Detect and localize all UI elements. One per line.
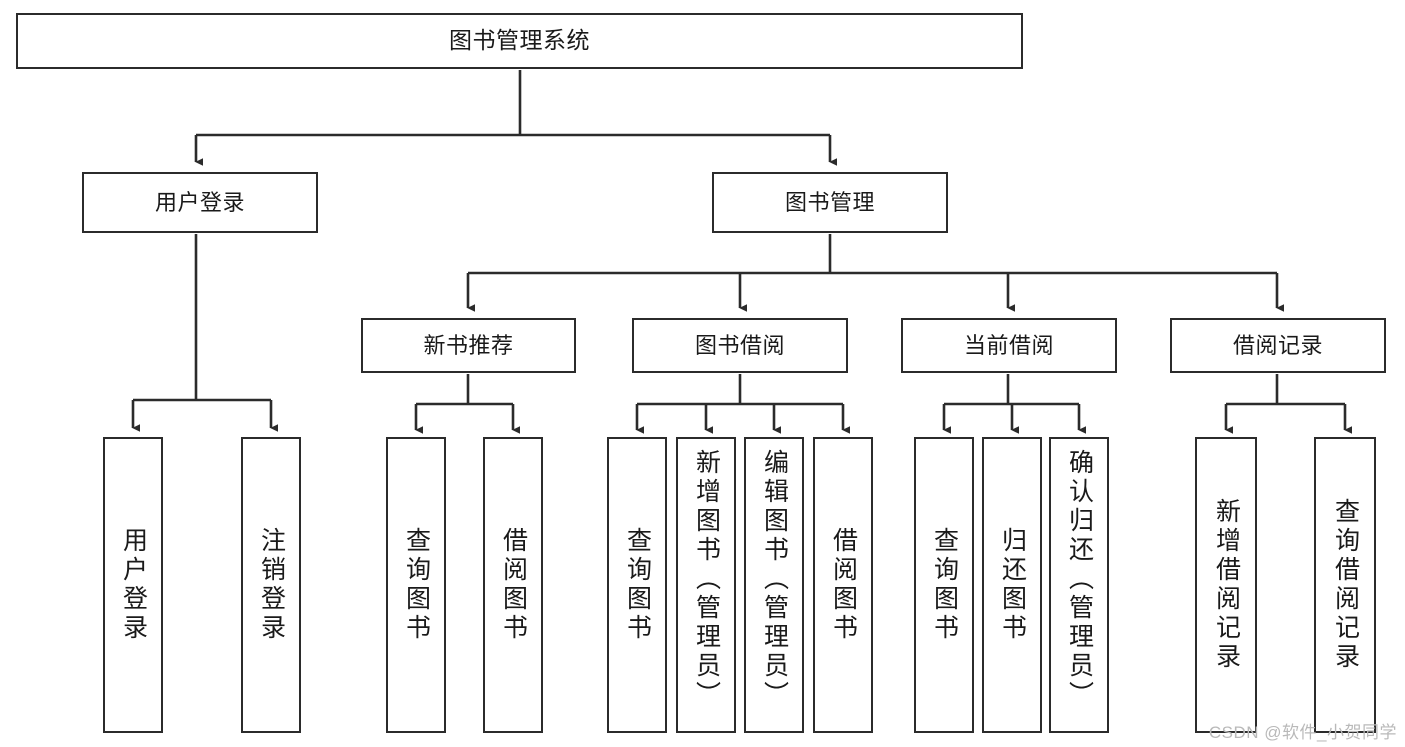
leaf-user-login-logout[interactable]: 注销登录 <box>241 437 301 733</box>
node-user-login[interactable]: 用户登录 <box>82 172 318 233</box>
node-current-borrow[interactable]: 当前借阅 <box>901 318 1117 373</box>
leaf-current-return-book-label: 归还图书 <box>998 527 1027 643</box>
leaf-recommend-query-book[interactable]: 查询图书 <box>386 437 446 733</box>
leaf-recommend-borrow-book[interactable]: 借阅图书 <box>483 437 543 733</box>
leaf-borrow-add-book-admin[interactable]: 新增图书（管理员） <box>676 437 736 733</box>
leaf-records-query-record[interactable]: 查询借阅记录 <box>1314 437 1376 733</box>
leaf-borrow-query-book[interactable]: 查询图书 <box>607 437 667 733</box>
node-new-book-recommend[interactable]: 新书推荐 <box>361 318 576 373</box>
leaf-borrow-borrow-book-label: 借阅图书 <box>829 527 858 643</box>
leaf-user-login-login[interactable]: 用户登录 <box>103 437 163 733</box>
node-borrow-records[interactable]: 借阅记录 <box>1170 318 1386 373</box>
node-root-system-label: 图书管理系统 <box>449 27 590 54</box>
leaf-recommend-borrow-book-label: 借阅图书 <box>499 527 528 643</box>
node-book-management-label: 图书管理 <box>784 189 875 215</box>
leaf-borrow-query-book-label: 查询图书 <box>623 527 652 643</box>
leaf-user-login-logout-label: 注销登录 <box>257 527 286 643</box>
node-book-management[interactable]: 图书管理 <box>712 172 948 233</box>
leaf-recommend-query-book-label: 查询图书 <box>402 527 431 643</box>
leaf-records-add-record-label: 新增借阅记录 <box>1212 498 1241 672</box>
node-book-borrow[interactable]: 图书借阅 <box>632 318 848 373</box>
node-root-system[interactable]: 图书管理系统 <box>16 13 1023 69</box>
leaf-current-confirm-return-admin-label: 确认归还（管理员） <box>1065 449 1094 710</box>
leaf-borrow-edit-book-admin[interactable]: 编辑图书（管理员） <box>744 437 804 733</box>
node-new-book-recommend-label: 新书推荐 <box>423 332 514 358</box>
leaf-current-return-book[interactable]: 归还图书 <box>982 437 1042 733</box>
leaf-current-confirm-return-admin[interactable]: 确认归还（管理员） <box>1049 437 1109 733</box>
leaf-borrow-borrow-book[interactable]: 借阅图书 <box>813 437 873 733</box>
leaf-records-query-record-label: 查询借阅记录 <box>1331 498 1360 672</box>
watermark-text: CSDN @软件_小贺同学 <box>1208 723 1397 742</box>
leaf-records-add-record[interactable]: 新增借阅记录 <box>1195 437 1257 733</box>
node-current-borrow-label: 当前借阅 <box>963 332 1054 358</box>
node-borrow-records-label: 借阅记录 <box>1232 332 1323 358</box>
leaf-borrow-add-book-admin-label: 新增图书（管理员） <box>692 449 721 710</box>
leaf-borrow-edit-book-admin-label: 编辑图书（管理员） <box>760 449 789 710</box>
leaf-user-login-login-label: 用户登录 <box>119 527 148 643</box>
leaf-current-query-book-label: 查询图书 <box>930 527 959 643</box>
node-book-borrow-label: 图书借阅 <box>694 332 785 358</box>
leaf-current-query-book[interactable]: 查询图书 <box>914 437 974 733</box>
node-user-login-label: 用户登录 <box>154 189 245 215</box>
